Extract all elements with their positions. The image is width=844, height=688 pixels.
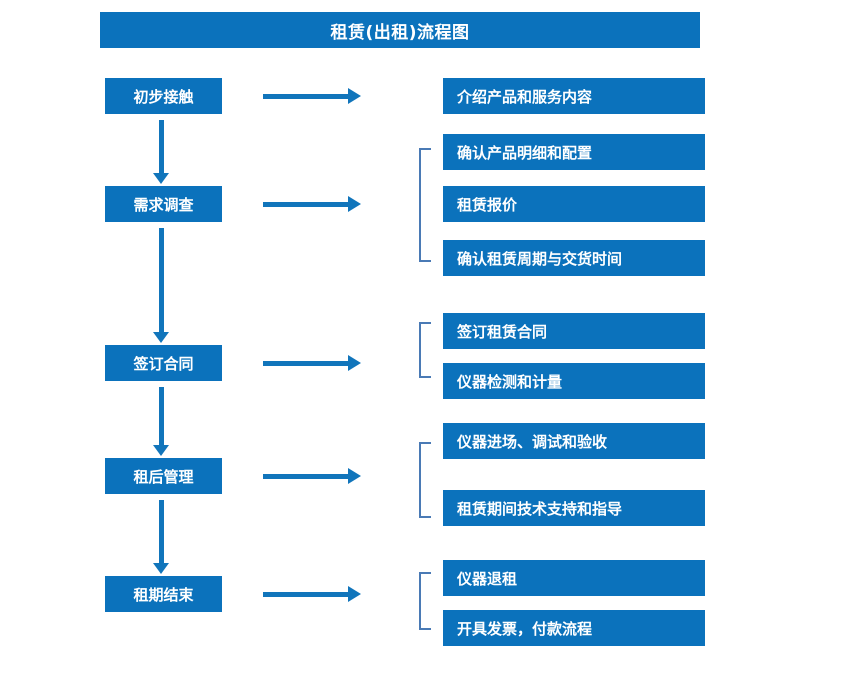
horizontal-arrow-5 [263,586,361,602]
group-bracket-3 [419,322,431,378]
vertical-arrow-2 [153,228,169,343]
stage-box-1[interactable]: 初步接触 [105,78,222,114]
task-box-2-2[interactable]: 租赁报价 [443,186,705,222]
vertical-arrow-1 [153,120,169,184]
horizontal-arrow-4 [263,468,361,484]
task-box-3-2[interactable]: 仪器检测和计量 [443,363,705,399]
group-bracket-5 [419,572,431,630]
task-box-3-1[interactable]: 签订租赁合同 [443,313,705,349]
horizontal-arrow-2 [263,196,361,212]
task-box-2-3[interactable]: 确认租赁周期与交货时间 [443,240,705,276]
stage-box-4[interactable]: 租后管理 [105,458,222,494]
task-box-2-1[interactable]: 确认产品明细和配置 [443,134,705,170]
task-box-5-2[interactable]: 开具发票，付款流程 [443,610,705,646]
group-bracket-4 [419,442,431,518]
task-box-1-1[interactable]: 介绍产品和服务内容 [443,78,705,114]
vertical-arrow-3 [153,387,169,456]
task-box-4-1[interactable]: 仪器进场、调试和验收 [443,423,705,459]
stage-box-2[interactable]: 需求调查 [105,186,222,222]
stage-box-5[interactable]: 租期结束 [105,576,222,612]
chart-title: 租赁(出租)流程图 [100,12,700,48]
vertical-arrow-4 [153,500,169,574]
task-box-4-2[interactable]: 租赁期间技术支持和指导 [443,490,705,526]
horizontal-arrow-3 [263,355,361,371]
group-bracket-2 [419,148,431,262]
horizontal-arrow-1 [263,88,361,104]
task-box-5-1[interactable]: 仪器退租 [443,560,705,596]
stage-box-3[interactable]: 签订合同 [105,345,222,381]
